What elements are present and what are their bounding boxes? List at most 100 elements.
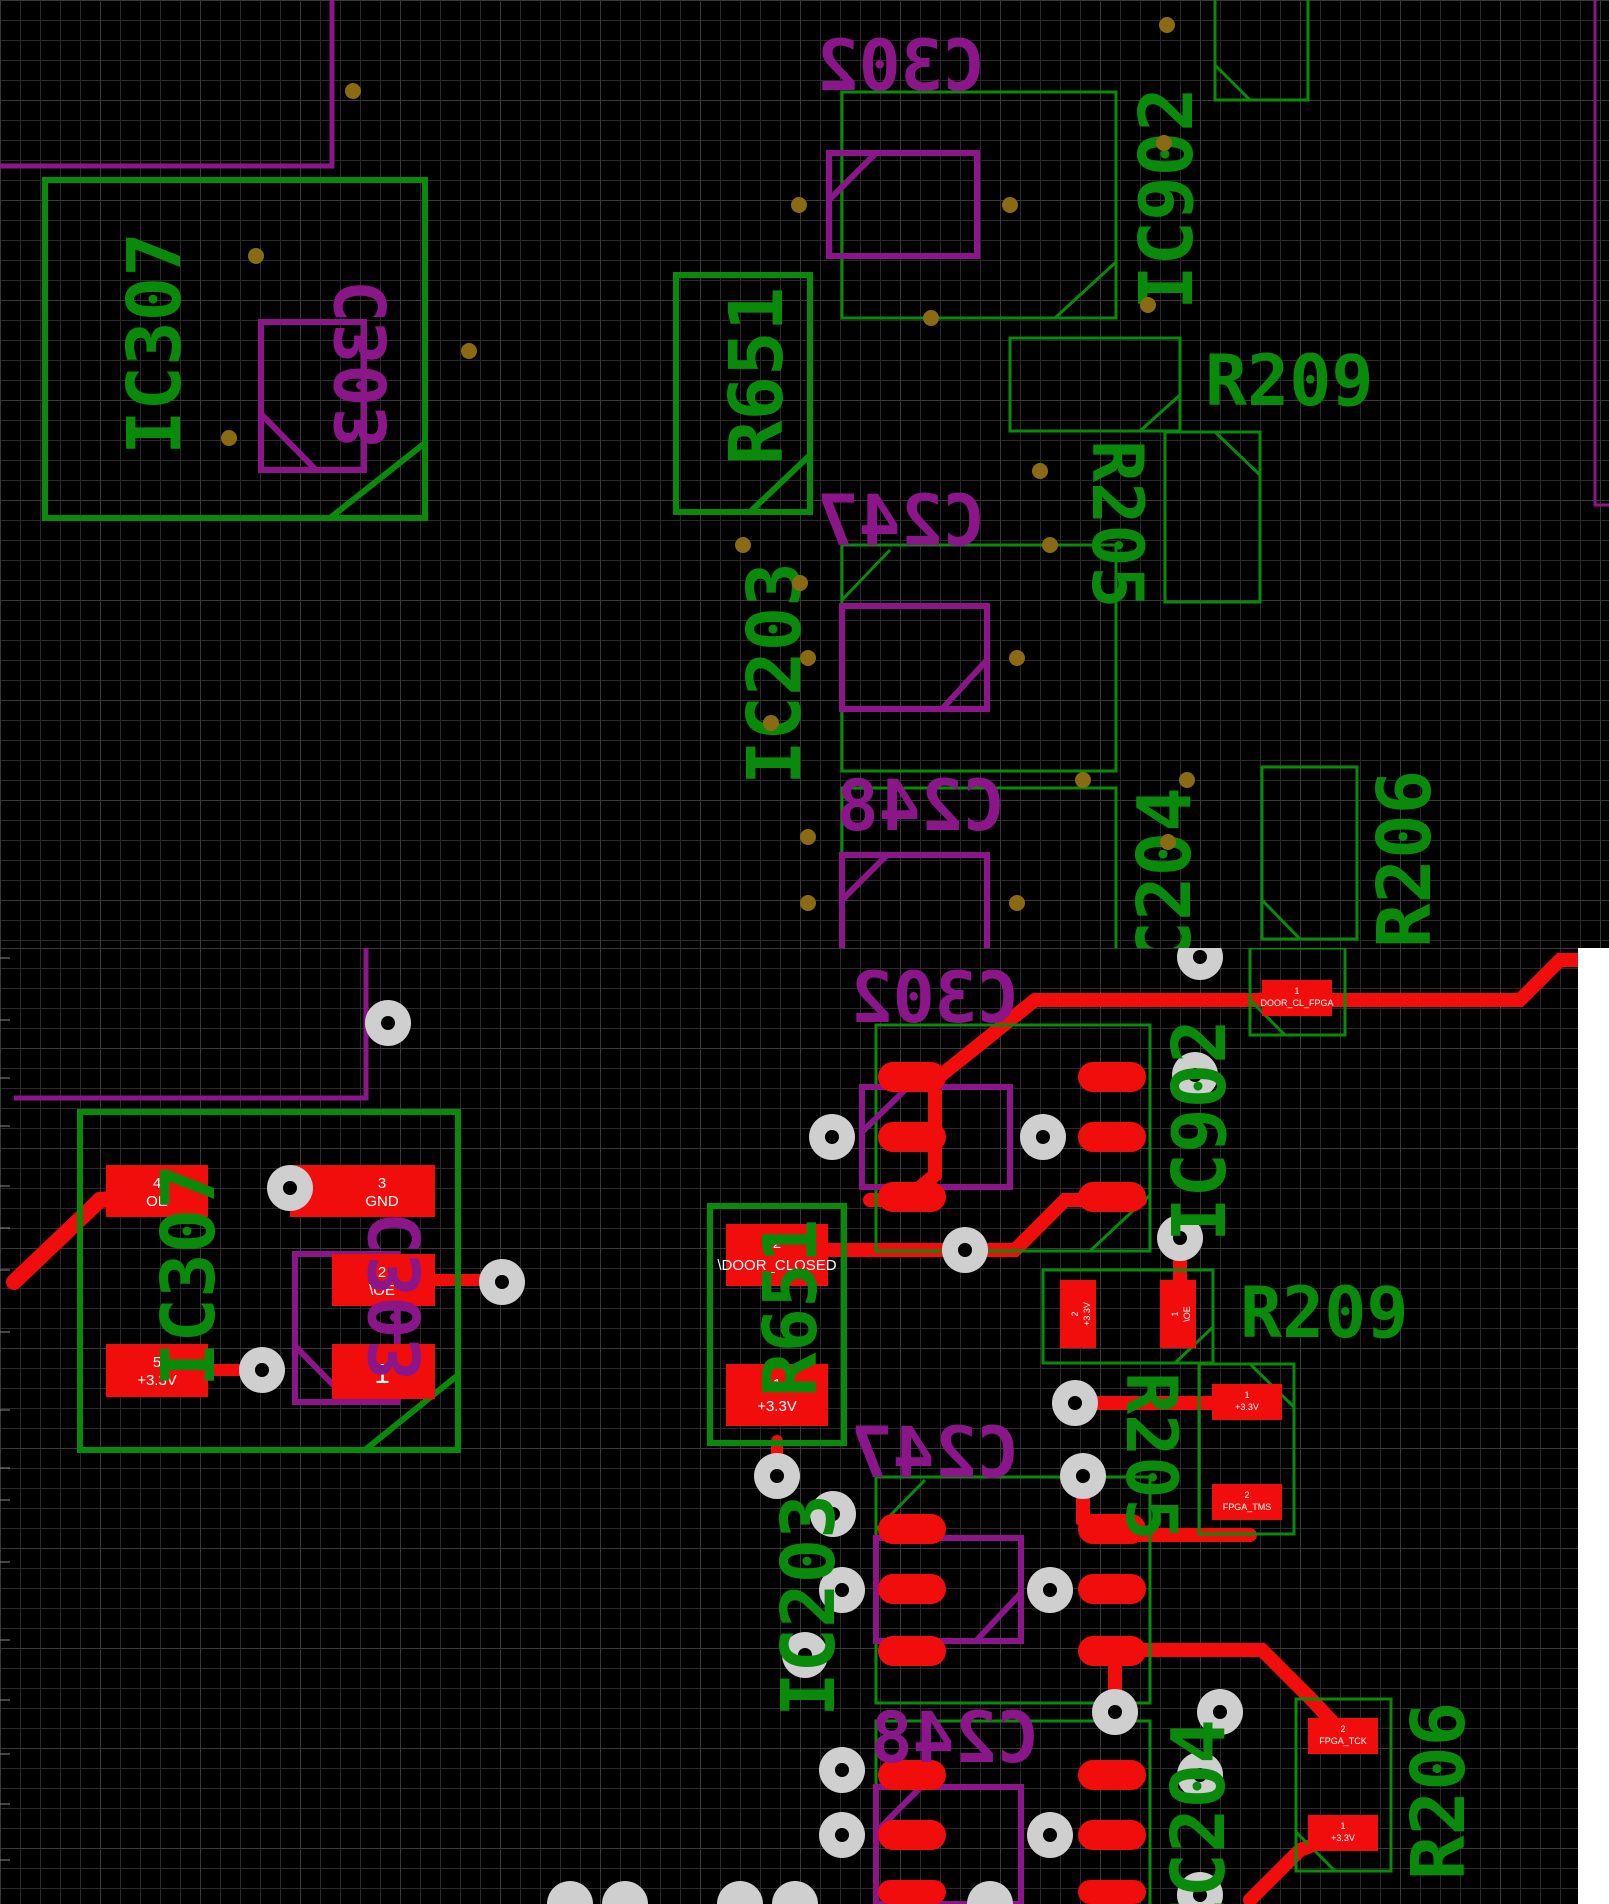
pad[interactable] [878, 1574, 946, 1604]
pad[interactable] [1060, 1280, 1096, 1348]
vias [239, 948, 1243, 1904]
pad[interactable] [1078, 1062, 1146, 1092]
grid [0, 0, 1609, 948]
window-edge [1578, 948, 1609, 1904]
r205-outline[interactable] [1163, 430, 1262, 604]
ic203-label: IC203 [766, 1494, 852, 1717]
svg-text:4: 4 [153, 1175, 161, 1192]
r206-outline[interactable] [1260, 765, 1359, 941]
ic902-outline[interactable] [840, 90, 1118, 320]
c303-label: C303 [355, 1212, 437, 1381]
svg-text:1: 1 [1340, 1821, 1345, 1831]
c302-label: C302 [850, 957, 1019, 1039]
pad[interactable] [1212, 1484, 1282, 1520]
copper-traces [6, 953, 1578, 1904]
pad[interactable] [878, 1760, 946, 1790]
svg-text:3: 3 [378, 1175, 386, 1192]
ic307-outline[interactable] [42, 177, 428, 521]
svg-text:FPGA_TMS: FPGA_TMS [1223, 1502, 1272, 1512]
r651-outline[interactable] [707, 1203, 847, 1446]
pad[interactable] [1078, 1820, 1146, 1850]
pad[interactable] [1078, 1574, 1146, 1604]
svg-text:2: 2 [1244, 1490, 1249, 1500]
ic203-outline[interactable] [840, 543, 1118, 773]
r209-outline[interactable] [1008, 336, 1182, 433]
board-layer-top: IC307 C303 R651 C302 IC902 R209 R205 C24… [0, 0, 1609, 948]
r206-outline[interactable] [1294, 1697, 1393, 1873]
c303-label: C303 [321, 280, 403, 449]
pad[interactable] [1262, 980, 1332, 1016]
pad[interactable] [878, 1062, 946, 1092]
ic902-outline[interactable] [874, 1023, 1152, 1253]
r209-outline[interactable] [1041, 1268, 1215, 1365]
svg-text:DOOR_CL_FPGA: DOOR_CL_FPGA [1260, 998, 1333, 1008]
r651-outline[interactable] [673, 272, 813, 515]
assembly-outline [1593, 0, 1609, 507]
pad[interactable] [878, 1880, 946, 1904]
r209-label: R209 [1240, 1272, 1409, 1354]
svg-text:1: 1 [374, 1358, 390, 1389]
svg-text:1: 1 [1294, 986, 1299, 996]
pad[interactable] [1078, 1182, 1146, 1212]
pad[interactable] [878, 1182, 946, 1212]
ic307-outline[interactable] [77, 1109, 461, 1453]
pad[interactable] [878, 1820, 946, 1850]
pad[interactable] [290, 1165, 435, 1217]
c302-outline[interactable] [826, 150, 980, 259]
svg-text:\OE: \OE [369, 1282, 395, 1299]
pad[interactable] [1160, 1280, 1196, 1348]
assembly-outline [0, 0, 335, 169]
r651-pads: 2 \DOOR_CLOSED 1 +3.3V [717, 1224, 837, 1426]
c248-pads [878, 1760, 1146, 1904]
c247-outline[interactable] [873, 1535, 1024, 1644]
svg-text:\OE: \OE [1182, 1306, 1192, 1322]
svg-text:+3.3V: +3.3V [1082, 1302, 1092, 1326]
ic204-label: IC204 [1122, 787, 1208, 948]
pad[interactable] [106, 1165, 208, 1217]
pad[interactable] [1078, 1636, 1146, 1666]
ic902-label: IC902 [1124, 87, 1210, 310]
pad[interactable] [878, 1636, 946, 1666]
pad[interactable] [332, 1344, 435, 1399]
r206-label: R206 [1362, 770, 1448, 948]
ic902-label: IC902 [1157, 1019, 1243, 1242]
assembly-outline [14, 948, 369, 1101]
board-layer-bottom: 4 OE 3 GND 2 \OE 1 5 +3.3V 2 \DOOR_CLOSE… [6, 948, 1578, 1904]
pad[interactable] [332, 1254, 435, 1306]
c302-label: C302 [816, 25, 985, 107]
r206-label: R206 [1396, 1702, 1482, 1880]
svg-text:2: 2 [773, 1235, 781, 1252]
ic203-label: IC203 [732, 562, 818, 785]
pad[interactable] [106, 1344, 208, 1397]
pad[interactable] [1308, 1815, 1378, 1851]
pad[interactable] [1078, 1514, 1146, 1544]
c248-outline[interactable] [873, 1784, 1024, 1904]
pad[interactable] [1078, 1880, 1146, 1904]
c248-outline[interactable] [839, 852, 990, 948]
svg-text:1: 1 [1244, 1390, 1249, 1400]
r209-pads: 2 +3.3V 1 \OE [1060, 1280, 1196, 1348]
pad[interactable] [726, 1224, 828, 1286]
pcb-view-top[interactable]: IC307 C303 R651 C302 IC902 R209 R205 C24… [0, 0, 1609, 948]
svg-text:FPGA_TCK: FPGA_TCK [1319, 1736, 1367, 1746]
pcb-view-bottom[interactable]: 4 OE 3 GND 2 \OE 1 5 +3.3V 2 \DOOR_CLOSE… [0, 948, 1578, 1904]
r205-pads: 1 +3.3V 2 FPGA_TMS [1212, 1384, 1282, 1520]
ic204-label: IC204 [1156, 1719, 1242, 1904]
pad[interactable] [878, 1122, 946, 1152]
pad[interactable] [726, 1364, 828, 1426]
drill-holes [221, 17, 1195, 911]
ic307-label: IC307 [146, 1164, 232, 1387]
r205-outline[interactable] [1197, 1362, 1296, 1536]
pad[interactable] [1308, 1718, 1378, 1754]
r651-label: R651 [748, 1219, 834, 1397]
svg-text:+3.3V: +3.3V [757, 1398, 797, 1415]
svg-text:+3.3V: +3.3V [1331, 1833, 1355, 1843]
pad[interactable] [1078, 1760, 1146, 1790]
pad[interactable] [1212, 1384, 1282, 1420]
ic307-pads: 4 OE 3 GND 2 \OE 1 5 +3.3V [106, 1165, 435, 1399]
left-ruler [0, 957, 10, 1861]
c247-outline[interactable] [839, 603, 990, 712]
pad[interactable] [878, 1514, 946, 1544]
pad[interactable] [1078, 1122, 1146, 1152]
r651-label: R651 [714, 287, 800, 465]
